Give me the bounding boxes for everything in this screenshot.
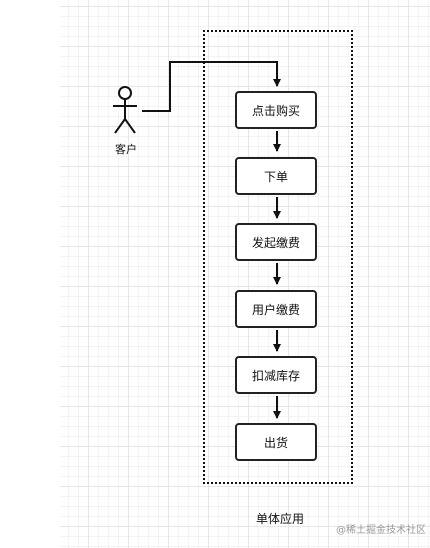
step-user-payment[interactable]: 用户缴费 — [235, 290, 317, 328]
actor-figure — [113, 86, 137, 134]
actor-label: 客户 — [115, 143, 137, 156]
step-click-purchase[interactable]: 点击购买 — [235, 91, 317, 129]
step-deduct-inventory[interactable]: 扣减库存 — [235, 356, 317, 394]
step-ship[interactable]: 出货 — [235, 423, 317, 461]
container-boundary — [203, 30, 353, 484]
step-place-order[interactable]: 下单 — [235, 157, 317, 195]
step-initiate-payment[interactable]: 发起缴费 — [235, 223, 317, 261]
actor-to-step-connector — [142, 61, 281, 112]
watermark-text: @稀土掘金技术社区 — [336, 525, 426, 536]
container-label: 单体应用 — [255, 512, 304, 526]
